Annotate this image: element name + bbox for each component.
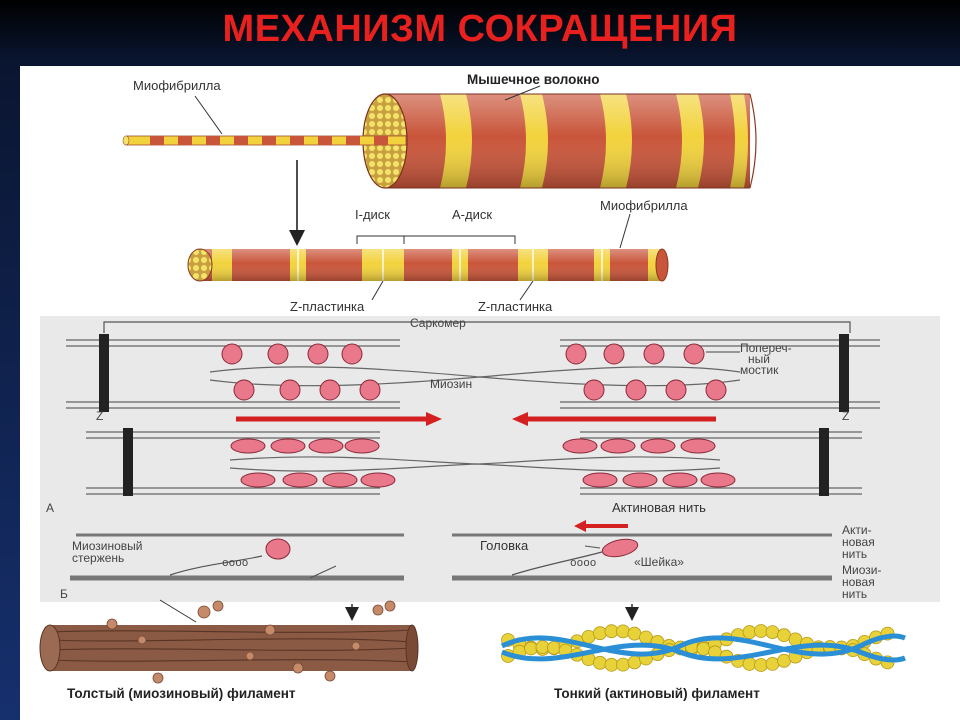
label-actin-right-3: нить <box>842 547 867 561</box>
label-neck: «Шейка» <box>634 555 684 569</box>
label-myosin-rod-2: стержень <box>72 551 124 565</box>
actin-bead <box>742 625 757 639</box>
myofibril-illustration <box>187 213 669 301</box>
sarcomere-relaxed <box>66 321 880 412</box>
slide-title: МЕХАНИЗМ СОКРАЩЕНИЯ <box>222 8 738 50</box>
actin-bead <box>777 653 791 668</box>
label-z-left: Z <box>96 409 103 423</box>
label-letter-b: Б <box>60 587 68 601</box>
contraction-arrows <box>236 412 716 426</box>
actin-bead <box>616 657 630 672</box>
label-myofibril-top: Миофибрилла <box>133 78 221 93</box>
actin-bead <box>788 632 803 647</box>
label-myofibril-mid: Миофибрилла <box>600 198 688 213</box>
myosin-head-detail: oooo oooo <box>70 520 832 581</box>
label-z-right: Z <box>842 409 849 423</box>
label-cross-bridge-2: ный <box>748 352 770 366</box>
actin-bead <box>639 630 653 645</box>
actin-bead <box>765 656 780 671</box>
label-actin-right-2: новая <box>842 535 875 549</box>
label-thin-filament: Тонкий (актиновый) филамент <box>554 686 760 701</box>
sarcomere-contracted <box>86 428 862 496</box>
label-sarcomere: Саркомер <box>410 316 466 330</box>
z-line-left <box>99 334 109 412</box>
actin-bead <box>765 625 780 640</box>
label-cross-bridge-3: мостик <box>740 363 779 377</box>
label-myosin-right-1: Миози- <box>842 563 881 577</box>
label-thick-filament: Толстый (миозиновый) филамент <box>67 686 296 701</box>
actin-bead <box>754 624 768 638</box>
actin-bead <box>547 640 561 655</box>
label-cross-bridge-1: Попереч- <box>740 341 792 355</box>
actin-bead <box>524 641 538 656</box>
myofibril-strand <box>122 135 407 146</box>
actin-bead <box>627 626 642 641</box>
arrow-right-icon <box>426 412 442 426</box>
thin-filament-illustration <box>500 604 906 672</box>
sarcomere-panel <box>40 316 940 602</box>
svg-text:oooo: oooo <box>570 558 596 570</box>
label-actin-thread: Актиновая нить <box>612 500 706 515</box>
arrow-left-icon <box>512 412 528 426</box>
label-head: Головка <box>480 538 529 553</box>
label-myosin: Миозин <box>430 377 472 391</box>
label-actin-right-1: Акти- <box>842 523 872 537</box>
actin-bead <box>604 657 619 672</box>
label-z-plate-right: Z-пластинка <box>478 299 553 314</box>
label-myosin-right-3: нить <box>842 587 867 601</box>
actin-bead <box>627 655 642 670</box>
arrow-left-small-icon <box>574 520 586 532</box>
label-myosin-right-2: новая <box>842 575 875 589</box>
actin-bead <box>581 629 596 644</box>
actin-bead <box>604 624 619 639</box>
actin-bead <box>593 626 607 641</box>
muscle-fiber-illustration <box>122 85 757 246</box>
actin-bead <box>616 624 630 639</box>
label-muscle-fiber: Мышечное волокно <box>467 72 600 87</box>
label-a-disk: A-диск <box>452 207 492 222</box>
actin-bead <box>754 658 768 672</box>
actin-bead <box>777 628 791 643</box>
actin-bead <box>593 655 607 670</box>
svg-text:oooo: oooo <box>222 558 248 570</box>
thick-filament-illustration <box>39 599 419 684</box>
label-letter-a: А <box>46 501 54 515</box>
z-line-right <box>839 334 849 412</box>
label-z-plate-left: Z-пластинка <box>290 299 365 314</box>
label-i-disk: I-диск <box>355 207 390 222</box>
label-myosin-rod-1: Миозиновый <box>72 539 142 553</box>
actin-bead <box>696 641 711 656</box>
actin-bead <box>742 657 757 671</box>
actin-bead <box>535 640 550 654</box>
